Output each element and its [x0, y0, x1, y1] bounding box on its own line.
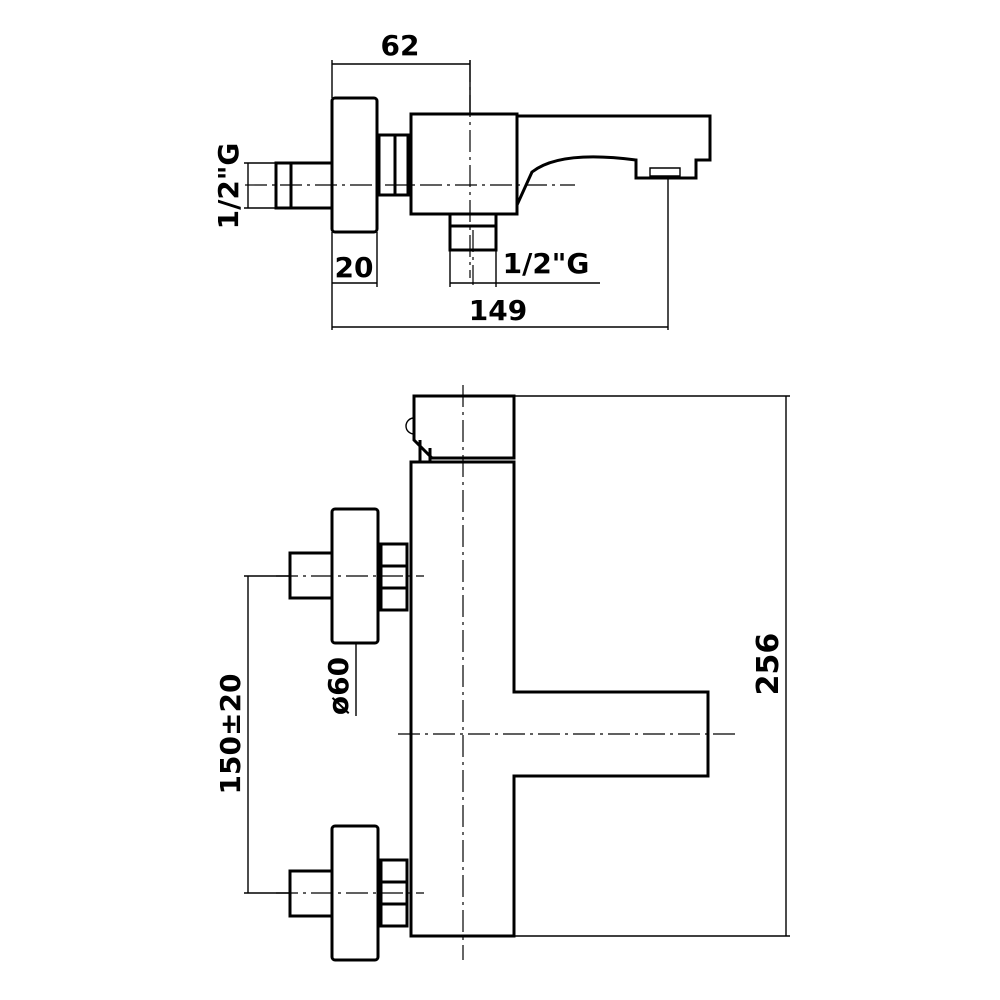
top-spout: [515, 114, 712, 206]
front-lower-nut: [379, 858, 409, 928]
top-mixer-body: [409, 112, 519, 216]
dim-256-label: 256: [751, 633, 786, 696]
top-spout-aerator: [649, 167, 681, 177]
front-handle: [412, 394, 516, 460]
front-handle-neck: [418, 440, 432, 462]
dim-20-label: 20: [335, 251, 374, 284]
dim-thread-bottom-label: 1/2"G: [503, 247, 590, 280]
front-mixer-body: [409, 460, 710, 938]
front-view: 256 ø60 150±20: [214, 385, 790, 962]
front-handle-knob: [405, 417, 415, 435]
top-hex-nut: [377, 133, 410, 197]
dim-thread-left-label: 1/2"G: [212, 143, 245, 230]
dim-60-label: ø60: [322, 657, 355, 715]
front-upper-stub: [288, 551, 334, 600]
dim-62-label: 62: [381, 29, 420, 62]
front-upper-nut: [379, 542, 409, 612]
top-wall-flange: [330, 96, 379, 234]
front-lower-stub: [288, 869, 334, 918]
dim-150-label: 150±20: [214, 674, 247, 795]
top-view: 62 1/2"G 20 1/2"G 149: [212, 29, 712, 330]
dim-149-label: 149: [469, 294, 527, 327]
